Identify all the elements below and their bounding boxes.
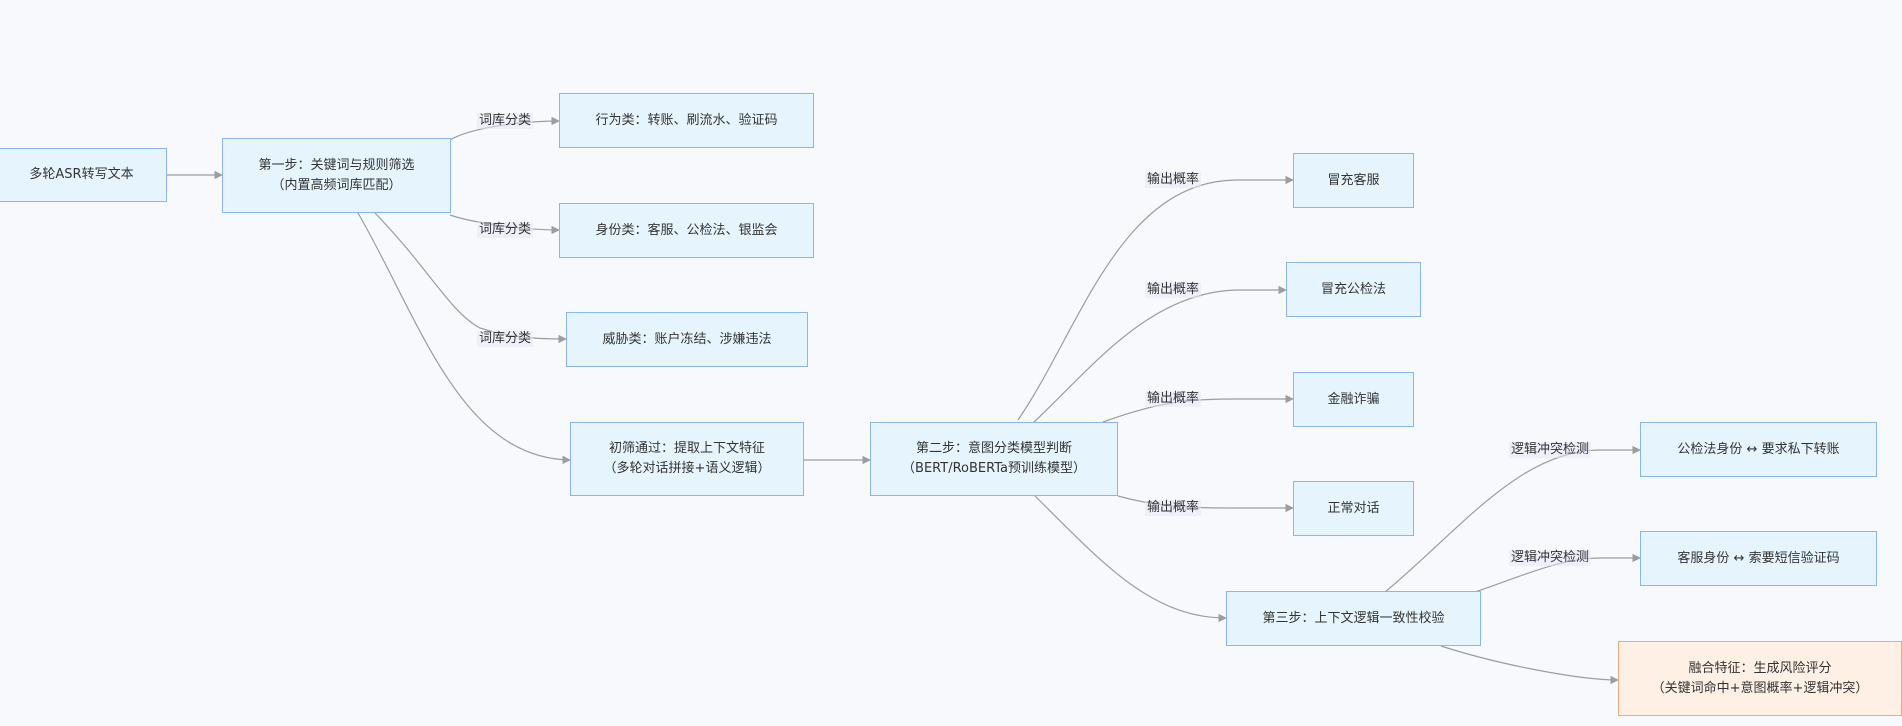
node-text: （BERT/RoBERTa预训练模型） <box>902 461 1086 476</box>
node-behavior-category: 行为类：转账、刷流水、验证码 <box>559 93 814 148</box>
node-fake-customer-service: 冒充客服 <box>1293 153 1414 208</box>
node-financial-fraud: 金融诈骗 <box>1293 372 1414 427</box>
node-text: 客服身份 ↔ 索要短信验证码 <box>1677 550 1840 566</box>
node-text: 冒充公检法 <box>1320 281 1386 297</box>
node-step3-logic-check: 第三步：上下文逻辑一致性校验 <box>1226 591 1481 646</box>
node-threat-category: 威胁类：账户冻结、涉嫌违法 <box>566 312 808 367</box>
edge-step3-fusion <box>1440 645 1619 685</box>
node-normal-conversation: 正常对话 <box>1293 481 1414 536</box>
node-conflict-service-code: 客服身份 ↔ 索要短信验证码 <box>1640 531 1877 586</box>
edge-step2-police <box>1032 285 1287 424</box>
node-asr-text: 多轮ASR转写文本 <box>0 148 167 202</box>
node-fusion-risk-score: 融合特征：生成风险评分 （关键词命中+意图概率+逻辑冲突） <box>1618 641 1902 716</box>
node-text: 第一步：关键词与规则筛选 <box>258 157 415 173</box>
edge-label-prob-police: 输出概率 <box>1144 282 1202 298</box>
node-fake-police: 冒充公检法 <box>1286 262 1421 317</box>
node-text: 公检法身份 ↔ 要求私下转账 <box>1677 441 1840 457</box>
node-text: 初筛通过：提取上下文特征 <box>608 441 765 456</box>
edge-label-logic-conflict-1: 逻辑冲突检测 <box>1508 442 1592 458</box>
edge-label-logic-conflict-2: 逻辑冲突检测 <box>1508 550 1592 566</box>
edge-label-prob-normal: 输出概率 <box>1144 500 1202 516</box>
node-text: 融合特征：生成风险评分 <box>1688 660 1832 676</box>
edge-label-prob-service: 输出概率 <box>1144 172 1202 188</box>
node-text: 正常对话 <box>1327 500 1380 516</box>
node-text: 身份类：客服、公检法、银监会 <box>595 222 778 238</box>
node-text: 第三步：上下文逻辑一致性校验 <box>1262 610 1445 626</box>
node-identity-category: 身份类：客服、公检法、银监会 <box>559 203 814 258</box>
edge-step2-service <box>1017 175 1294 421</box>
edge-step1-context <box>357 212 571 465</box>
node-conflict-police-transfer: 公检法身份 ↔ 要求私下转账 <box>1640 422 1877 477</box>
node-text: （多轮对话拼接+语义逻辑） <box>603 461 771 476</box>
node-step2-intent-model: 第二步：意图分类模型判断 （BERT/RoBERTa预训练模型） <box>870 422 1118 496</box>
node-text: 行为类：转账、刷流水、验证码 <box>595 112 778 128</box>
edge-step3-conflict2 <box>1474 553 1641 593</box>
edge-step1-threat <box>374 212 567 344</box>
node-step1-keyword-filter: 第一步：关键词与规则筛选 （内置高频词库匹配） <box>222 138 451 213</box>
edge-label-lexicon-threat: 词库分类 <box>476 331 534 347</box>
node-text: 第二步：意图分类模型判断 <box>915 441 1072 456</box>
node-context-features: 初筛通过：提取上下文特征 （多轮对话拼接+语义逻辑） <box>570 422 804 496</box>
edge-label-lexicon-identity: 词库分类 <box>476 222 534 238</box>
edge-label-prob-fraud: 输出概率 <box>1144 391 1202 407</box>
node-text: （内置高频词库匹配） <box>271 177 402 193</box>
edge-step2-step3 <box>1034 495 1227 623</box>
edge-label-lexicon-behavior: 词库分类 <box>476 113 534 129</box>
edge-step3-conflict1 <box>1384 445 1641 593</box>
node-text: 金融诈骗 <box>1327 391 1380 407</box>
node-text: （关键词命中+意图概率+逻辑冲突） <box>1651 680 1869 696</box>
node-text: 多轮ASR转写文本 <box>29 167 134 182</box>
node-text: 威胁类：账户冻结、涉嫌违法 <box>602 331 772 347</box>
node-text: 冒充客服 <box>1327 172 1380 188</box>
